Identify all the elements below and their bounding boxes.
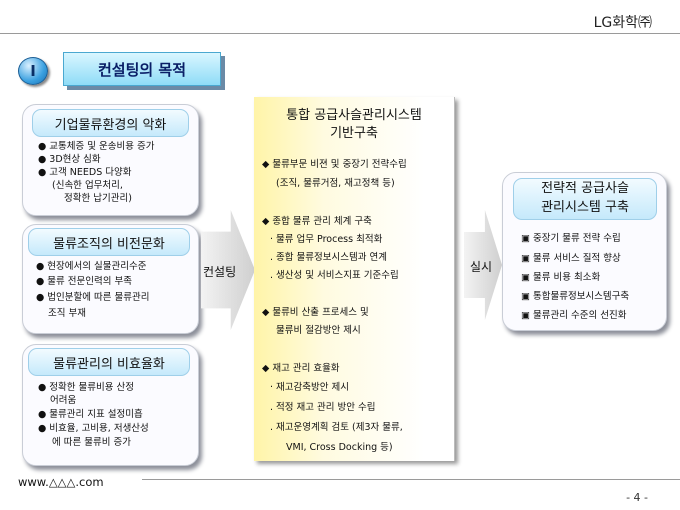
strategic-scm-item: ▣ 물류관리 수준의 선진화 [521,310,627,321]
strategic-scm-item: ▣ 물류 비용 최소화 [521,272,601,283]
consulting-arrow-label: 컨설팅 [203,265,237,279]
center-item: ◆ 재고 관리 효율화 [262,363,340,374]
center-title-line2: 기반구축 [330,126,378,141]
implementation-arrow-label: 실시 [470,260,493,274]
organization-item: ● 물류 전문인력의 부족 [36,276,133,287]
center-item: VMI, Cross Docking 등) [286,442,393,453]
center-item: ◆ 종합 물류 관리 체계 구축 [262,216,372,227]
organization-item: ● 현장에서의 실물관리수준 [36,261,147,272]
environment-box-title: 기업물류환경의 악화 [32,109,189,137]
center-item: . 적정 재고 관리 방안 수립 [270,402,376,413]
environment-item: ● 3D현상 심화 [38,154,101,165]
center-panel [254,97,455,461]
strategic-scm-title-line2: 관리시스템 구축 [541,200,629,215]
center-item: · 재고감축방안 제시 [270,382,349,393]
section-number-badge: I [18,57,48,85]
inefficiency-item: ● 비효율, 고비용, 저생산성 [38,423,149,434]
strategic-scm-title-line1: 전략적 공급사슬 [541,181,629,196]
center-item: 물류비 절감방안 제시 [276,325,361,336]
inefficiency-item: 어려움 [50,395,77,406]
environment-item: ● 교통체증 및 운송비용 증가 [38,141,155,152]
strategic-scm-item: ▣ 통합물류정보시스템구축 [521,291,630,302]
organization-item: ● 법인분할에 따른 물류관리 [36,292,150,303]
organization-box-title: 물류조직의 비전문화 [28,228,190,256]
inefficiency-item: ● 물류관리 지표 설정미흡 [38,409,143,420]
center-item: · 물류 업무 Process 최적화 [270,234,383,245]
center-item: (조직, 물류거점, 재고정책 등) [276,178,395,189]
company-name: LG화학㈜ [593,15,652,31]
center-item: . 재고운영계획 검토 (제3자 물류, [270,422,403,433]
center-item: . 종합 물류정보시스템과 연계 [270,252,387,263]
section-title: 컨설팅의 목적 [63,52,221,86]
strategic-scm-item: ▣ 중장기 물류 전략 수립 [521,233,621,244]
environment-item: (신속한 업무처리, [52,180,123,191]
center-item: ◆ 물류비 산출 프로세스 및 [262,307,369,318]
center-item: ◆ 물류부문 비젼 및 중장기 전략수립 [262,159,407,170]
website-url: www.△△△.com [18,475,104,489]
header-divider [0,33,680,34]
strategic-scm-title: 전략적 공급사슬 관리시스템 구축 [513,178,657,220]
page-number: - 4 - [626,491,648,504]
organization-item: 조직 부재 [48,308,86,319]
center-item: . 생산성 및 서비스지표 기준수립 [270,270,399,281]
inefficiency-item: ● 정확한 물류비용 산정 [38,382,135,393]
center-title-line1: 통합 공급사슬관리시스템 [286,108,422,123]
footer-divider [142,479,680,480]
inefficiency-box-title: 물류관리의 비효율화 [28,348,190,376]
environment-item: ● 고객 NEEDS 다양화 [38,167,132,178]
environment-item: 정확한 납기관리) [64,193,132,204]
strategic-scm-item: ▣ 물류 서비스 질적 향상 [521,253,621,264]
inefficiency-item: 에 따른 물류비 증가 [52,437,131,448]
